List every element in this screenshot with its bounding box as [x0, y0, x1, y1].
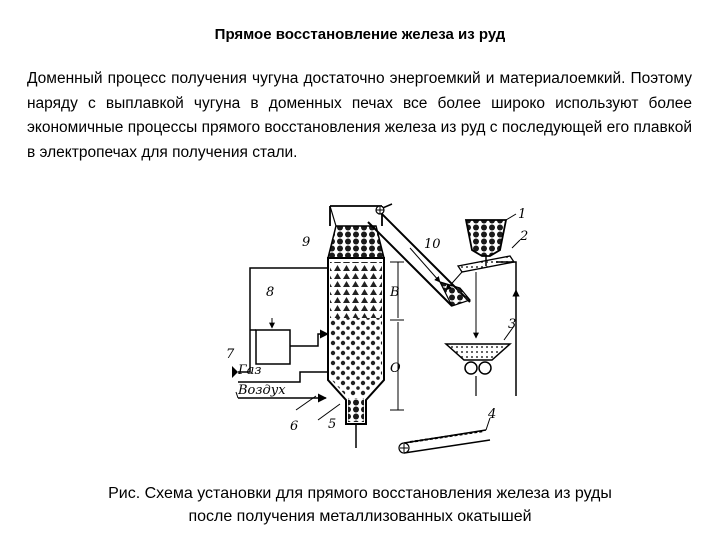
- gas-converter-box: [255, 329, 291, 365]
- label-7: 7: [226, 347, 235, 362]
- label-10: 10: [424, 237, 441, 252]
- label-5: 5: [328, 417, 336, 432]
- label-zone-v: В: [389, 285, 400, 300]
- label-gas: Газ: [237, 363, 261, 378]
- caption-line-1: Рис. Схема установки для прямого восстан…: [108, 485, 612, 502]
- shaft-furnace: [327, 205, 385, 425]
- label-2: 2: [519, 229, 528, 244]
- caption-line-2: после получения металлизованных окатышей: [188, 508, 532, 525]
- diagram-labels: 1 2 3 4 5 6 7 8 9 10 В О Газ Воздух: [226, 207, 528, 434]
- label-3: 3: [508, 317, 516, 332]
- label-zone-o: О: [390, 361, 401, 376]
- pellet-bunker: [445, 213, 521, 291]
- discharge-pellets: [348, 398, 364, 422]
- label-9: 9: [302, 235, 310, 250]
- label-8: 8: [266, 285, 274, 300]
- roll-left: [464, 361, 478, 375]
- installation-diagram: 1 2 3 4 5 6 7 8 9 10 В О Газ Воздух: [220, 188, 540, 464]
- label-4: 4: [487, 407, 496, 422]
- intro-paragraph: Доменный процесс получения чугуна достат…: [27, 70, 692, 161]
- discharge-conveyor: [355, 417, 491, 454]
- reduction-zone-charge: [330, 262, 382, 318]
- zone-dimensions: [390, 261, 404, 411]
- diagram-svg: 1 2 3 4 5 6 7 8 9 10 В О Газ Воздух: [226, 203, 528, 454]
- label-6: 6: [290, 419, 298, 434]
- label-air: Воздух: [237, 383, 286, 398]
- figure-caption: Рис. Схема установки для прямого восстан…: [0, 482, 720, 528]
- page-title: Прямое восстановление железа из руд: [214, 26, 506, 43]
- furnace-top-hopper: [327, 225, 385, 259]
- fines-screen: [444, 272, 515, 375]
- return-line: [475, 261, 520, 396]
- label-1: 1: [518, 207, 526, 222]
- roll-right: [478, 361, 492, 375]
- cooling-zone-pellets: [330, 318, 382, 396]
- gas-circuit: [232, 267, 341, 421]
